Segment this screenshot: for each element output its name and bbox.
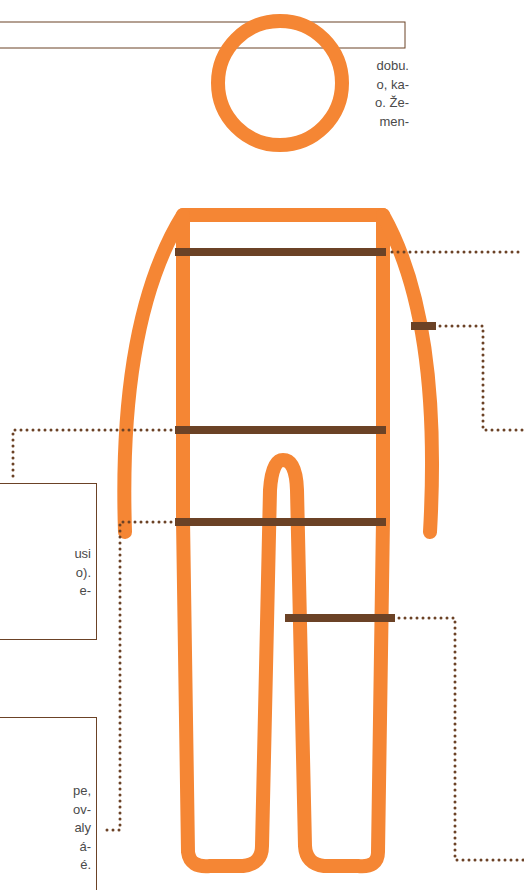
arm-bar [411, 322, 436, 330]
chest-bar [175, 248, 386, 256]
leader-line [102, 522, 171, 830]
leader-line [392, 251, 524, 254]
box-text: é. [0, 856, 91, 875]
paragraph: dobu.o, ka-o. Že-men- [0, 57, 409, 131]
leader-line [399, 618, 524, 860]
leader-line [13, 430, 171, 480]
box-text: ov- [0, 801, 91, 820]
left-arm [124, 215, 183, 532]
head [218, 21, 342, 145]
box-text: e- [0, 582, 91, 601]
box-text: o). [0, 564, 91, 583]
box-text: á- [0, 838, 91, 857]
box-text: aly [0, 819, 91, 838]
paragraph-line: dobu. [0, 57, 409, 76]
waist-bar [175, 426, 386, 434]
text-box: pe,ov-alyá-é. [0, 717, 97, 890]
torso-legs [183, 215, 383, 866]
box-text: usi [0, 545, 91, 564]
paragraph-line: men- [0, 113, 409, 132]
leader-line [440, 326, 524, 430]
box-text: pe, [0, 782, 91, 801]
paragraph-line: o. Že- [0, 94, 409, 113]
thigh-bar [285, 614, 395, 622]
hip-bar [175, 518, 386, 526]
right-arm [383, 215, 432, 532]
text-box: usio).e- [0, 483, 97, 640]
paragraph-line: o, ka- [0, 76, 409, 95]
heading-frame [0, 22, 405, 48]
